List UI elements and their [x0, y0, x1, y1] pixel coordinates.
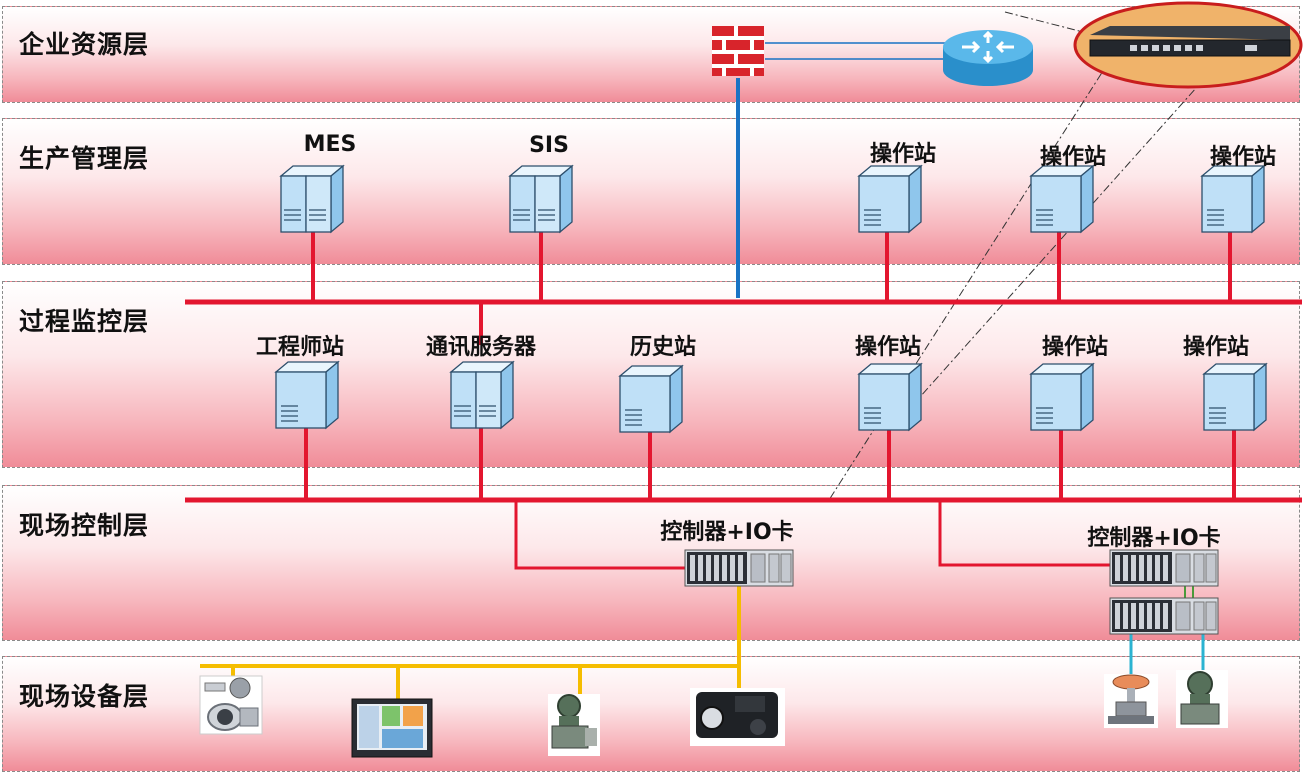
recorder-display-icon [351, 698, 433, 758]
node-label-history-station: 历史站 [629, 335, 697, 360]
control-valve-icon [1104, 674, 1158, 728]
fieldbus [200, 586, 741, 700]
node-label-operator-station: 操作站 [869, 142, 937, 167]
layer-label: 现场设备层 [19, 682, 150, 711]
node-label-operator-station: 操作站 [1039, 145, 1107, 170]
server-icon [509, 165, 573, 233]
layer-label: 企业资源层 [19, 30, 150, 59]
server-icon [450, 361, 514, 429]
controller-link [514, 500, 686, 570]
controller-io-icon [684, 549, 794, 587]
server-icon [619, 365, 683, 433]
server-icon [280, 165, 344, 233]
monitoring-drops [304, 302, 1236, 500]
server-icon [1203, 363, 1267, 431]
node-label-sis: SIS [529, 133, 569, 158]
node-label-mes: MES [303, 132, 357, 157]
node-label-operator-station: 操作站 [854, 335, 922, 360]
firewall-icon [712, 26, 764, 76]
management-drops [311, 232, 1232, 302]
leader-line [1004, 11, 1084, 33]
layer-label: 过程监控层 [19, 307, 150, 336]
controller-io-icon [1109, 597, 1219, 635]
server-icon [1030, 363, 1094, 431]
controller-io-icon [1109, 549, 1219, 587]
node-label-engineer-station: 工程师站 [255, 335, 345, 360]
pressure-transmitter-icon [548, 694, 600, 756]
layer-label: 生产管理层 [19, 144, 150, 173]
controller-link [938, 500, 1112, 567]
node-label-operator-station: 操作站 [1041, 335, 1109, 360]
server-icon [275, 361, 339, 429]
node-label-operator-station: 操作站 [1182, 335, 1250, 360]
flowmeter-icon [199, 675, 263, 735]
layer-label: 现场控制层 [19, 511, 150, 540]
server-icon [1030, 165, 1094, 233]
controller-label: 控制器+IO卡 [660, 520, 794, 545]
rack-device-icon [1073, 1, 1303, 89]
pressure-transmitter-icon [1176, 670, 1228, 728]
controller-label: 控制器+IO卡 [1087, 526, 1221, 551]
server-icon [858, 363, 922, 431]
node-label-operator-station: 操作站 [1209, 145, 1277, 170]
layer-field-control: 现场控制层 [2, 485, 1300, 641]
router-icon [943, 30, 1033, 86]
server-icon [1201, 165, 1265, 233]
server-icon [858, 165, 922, 233]
node-label-comm-server: 通讯服务器 [425, 335, 537, 360]
valve-positioner-icon [690, 688, 785, 746]
leader-line [828, 59, 1111, 501]
